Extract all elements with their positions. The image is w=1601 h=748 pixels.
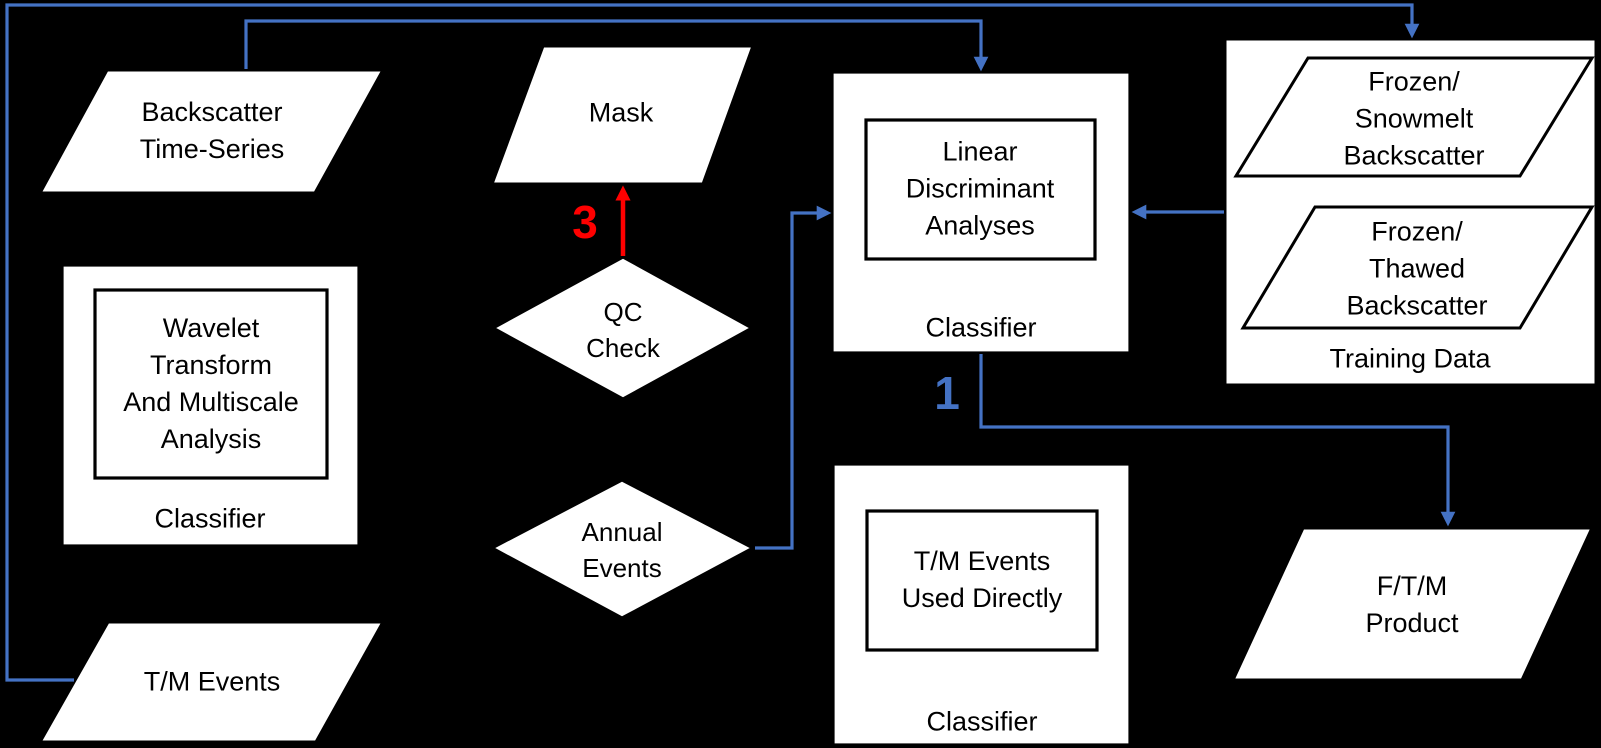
label-line: Backscatter [1343, 140, 1485, 171]
shape-tm-events [37, 620, 386, 744]
label-wavelet-classifier-caption: Classifier [154, 503, 266, 534]
label-tm-events-used-directly: T/M Events Used Directly [902, 543, 1063, 617]
shape-frozen-thawed-backscatter [1240, 205, 1595, 330]
label-line: Wavelet [162, 313, 260, 343]
label-annual-events: Annual Events [582, 514, 663, 586]
label-wavelet-transform: Wavelet Transform And Multiscale Analysi… [123, 310, 299, 458]
shape-annual-events-diamond [488, 478, 757, 620]
shape-lda-inner-box [864, 118, 1097, 261]
label-training-data-caption: Training Data [1329, 343, 1491, 374]
label-line: Time-Series [139, 134, 285, 164]
label-ftm-product: F/T/M Product [1365, 568, 1458, 642]
shape-mask [489, 44, 756, 186]
label-frozen-thawed-backscatter: Frozen/ Thawed Backscatter [1346, 214, 1487, 325]
label-tm-used-classifier-caption: Classifier [926, 706, 1038, 737]
label-linear-discriminant-analyses: Linear Discriminant Analyses [906, 134, 1055, 245]
label-line: Backscatter [1346, 290, 1488, 321]
label-line: Events [582, 553, 662, 583]
label-line: QC [603, 297, 643, 327]
shape-ftm-product [1230, 526, 1595, 682]
shape-tm-used-inner-box [865, 509, 1099, 652]
label-line: Snowmelt [1354, 103, 1474, 134]
label-line: Frozen/ [1371, 216, 1463, 247]
shape-qc-check-diamond [489, 255, 756, 401]
label-line: Transform [149, 350, 272, 380]
label-line: F/T/M [1376, 571, 1448, 601]
label-frozen-snowmelt-backscatter: Frozen/ Snowmelt Backscatter [1343, 64, 1484, 175]
label-line: Thawed [1368, 253, 1466, 284]
shape-frozen-snowmelt-backscatter [1233, 56, 1595, 178]
label-line: And Multiscale [123, 387, 299, 417]
edge-lda-to-ftm-product [979, 354, 1456, 527]
label-line: Backscatter [141, 97, 283, 127]
label-line: Frozen/ [1368, 66, 1460, 97]
edge-tm-events-to-training-data [5, 3, 1420, 682]
label-line: Check [586, 333, 660, 363]
label-line: Linear [942, 136, 1018, 167]
label-line: Product [1365, 608, 1459, 638]
label-mask: Mask [588, 97, 654, 128]
edge-annual-events-to-lda [755, 205, 832, 550]
label-qc-check: QC Check [586, 294, 660, 366]
label-line: Analysis [160, 424, 262, 454]
label-tm-events: T/M Events [143, 666, 281, 697]
label-line: Used Directly [901, 583, 1063, 613]
shape-wavelet-inner-box [93, 288, 329, 480]
label-line: Discriminant [905, 173, 1055, 204]
label-lda-classifier-caption: Classifier [925, 312, 1037, 343]
step-label-3: 3 [572, 196, 598, 248]
shape-backscatter-time-series [37, 68, 386, 195]
step-label-1: 1 [934, 367, 960, 419]
label-line: Annual [581, 517, 663, 547]
edge-backscatter-to-lda [244, 19, 989, 72]
label-line: T/M Events [913, 546, 1051, 576]
label-line: Analyses [925, 210, 1035, 241]
label-backscatter-time-series: Backscatter Time-Series [140, 94, 285, 168]
